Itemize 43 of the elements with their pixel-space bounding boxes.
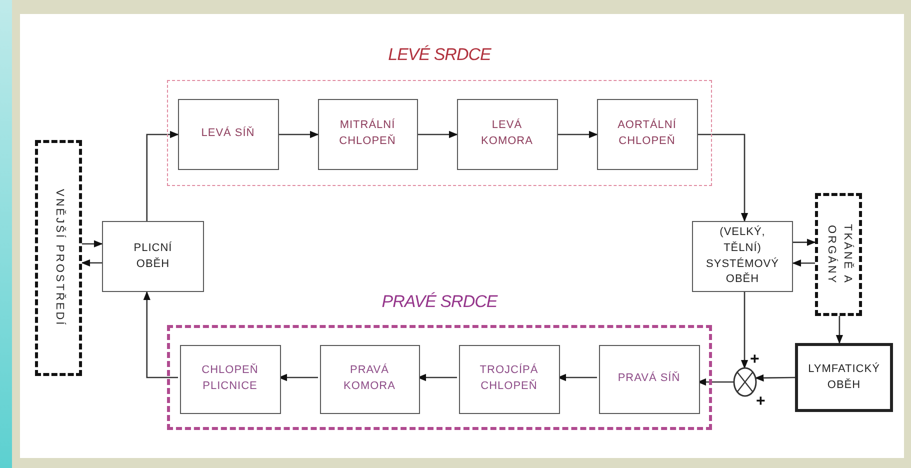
box-label: AORTÁLNÍ CHLOPEŇ — [616, 118, 678, 149]
box-label: PLICNÍ OBĚH — [132, 240, 174, 272]
process-box — [456, 98, 558, 170]
arrow — [418, 130, 458, 138]
arrow — [81, 259, 102, 267]
box-label: TROJCÍPÁ CHLOPEŇ — [478, 363, 540, 394]
sign-label: + — [750, 352, 760, 368]
arrow — [836, 316, 844, 344]
box-label: MITRÁLNÍ CHLOPEŇ — [338, 118, 397, 149]
box-label: CHLOPEŇ PLICNICE — [200, 363, 260, 394]
process-box — [458, 344, 560, 414]
process-box — [795, 343, 893, 412]
arrow — [82, 240, 103, 248]
process-box — [180, 344, 280, 414]
section-title: LEVÉ SRDCE — [387, 45, 492, 65]
process-box — [178, 98, 278, 170]
box-label: LEVÁ KOMORA — [480, 118, 534, 149]
box-label: PRAVÁ KOMORA — [342, 363, 396, 394]
box-label: (VELKÝ, TĚLNÍ) SYSTÉMOVÝ OBĚH — [705, 224, 780, 288]
process-box — [692, 221, 793, 292]
box-label: PRAVÁ SÍŇ — [616, 371, 682, 386]
process-box — [596, 98, 698, 170]
box-label: TKÁNĚ A ORGÁNY — [824, 223, 854, 287]
arrow — [792, 259, 815, 267]
arrow — [793, 238, 816, 246]
process-box — [318, 98, 418, 170]
external-box — [815, 193, 862, 316]
external-box — [35, 140, 82, 376]
process-box — [598, 344, 700, 414]
sign-label: + — [756, 394, 766, 410]
arrow — [698, 134, 748, 222]
arrow — [146, 130, 179, 221]
arrow — [754, 374, 795, 382]
arrow — [740, 292, 748, 369]
process-box — [320, 344, 420, 414]
arrow — [143, 291, 178, 378]
box-label: VNĚJŠÍ PROSTŘEDÍ — [52, 189, 66, 327]
box-label: LYMFATICKÝ OBĚH — [807, 362, 881, 392]
section-title: PRAVÉ SRDCE — [380, 292, 499, 312]
box-label: LEVÁ SÍŇ — [200, 126, 256, 142]
arrow — [279, 130, 319, 138]
arrow — [558, 130, 598, 138]
process-box — [102, 221, 204, 292]
